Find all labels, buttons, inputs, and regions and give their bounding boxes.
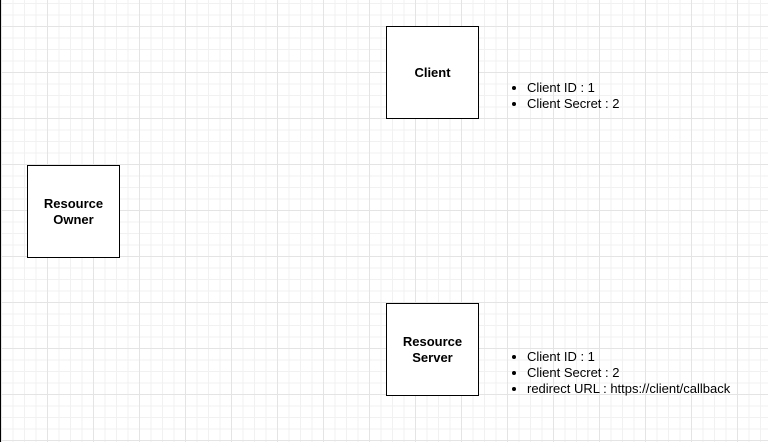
server-note-client-secret: Client Secret : 2: [527, 365, 730, 381]
resource-owner-label: Resource Owner: [43, 195, 104, 227]
resource-server-box[interactable]: Resource Server: [386, 303, 479, 396]
client-note-client-id: Client ID : 1: [527, 80, 620, 96]
resource-server-label: Resource Server: [402, 333, 463, 365]
client-note-client-secret: Client Secret : 2: [527, 96, 620, 112]
server-note-client-id: Client ID : 1: [527, 349, 730, 365]
resource-server-notes-list: Client ID : 1 Client Secret : 2 redirect…: [509, 349, 730, 397]
client-box[interactable]: Client: [386, 26, 479, 119]
resource-owner-box[interactable]: Resource Owner: [27, 165, 120, 258]
server-note-redirect-url: redirect URL : https://client/callback: [527, 381, 730, 397]
client-notes-list: Client ID : 1 Client Secret : 2: [509, 80, 620, 112]
client-label: Client: [414, 64, 451, 80]
